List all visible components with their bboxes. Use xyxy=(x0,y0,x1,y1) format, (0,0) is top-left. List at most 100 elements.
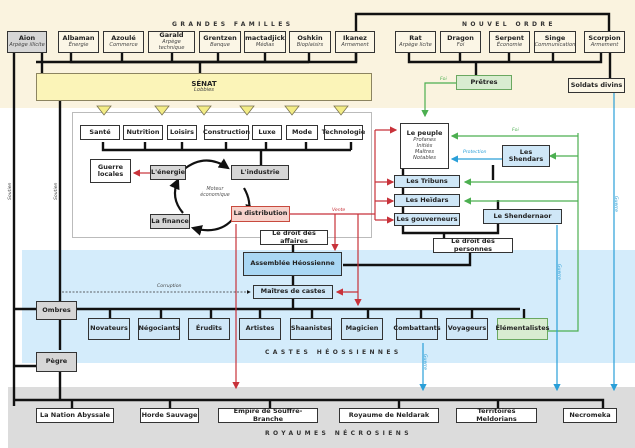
famille-domain: Médias xyxy=(255,41,275,48)
section-castes: CASTES HÉOSSIENNES xyxy=(265,349,402,356)
node-caste-erudits[interactable]: Érudits xyxy=(188,318,230,340)
ordre-name: Dragon xyxy=(447,34,474,43)
node-caste-elementalistes[interactable]: Élémentalistes xyxy=(495,318,550,340)
senat-name: SÉNAT xyxy=(191,79,217,88)
green-connectors xyxy=(421,82,579,332)
node-assemblee[interactable]: Assemblée Héossienne xyxy=(243,252,342,276)
peuple-sub: Profanes xyxy=(413,136,436,143)
node-royaume-necromeka[interactable]: Necromeka xyxy=(563,408,617,423)
node-pegre[interactable]: Pègre xyxy=(36,352,77,372)
node-caste-combattants[interactable]: Combattants xyxy=(393,318,441,340)
node-caste-shaanistes[interactable]: Shaanistes xyxy=(290,318,332,340)
famille-name: Grentzen xyxy=(203,34,237,43)
famille-domain: Bioplaisirs xyxy=(296,41,324,48)
label-corruption: Corruption xyxy=(157,284,182,289)
node-droit-affaires[interactable]: Le droit des affaires xyxy=(260,229,328,245)
node-tribuns[interactable]: Les Tribuns xyxy=(394,175,460,188)
node-caste-negociants[interactable]: Négociants xyxy=(138,318,180,340)
node-industrie[interactable]: L'industrie xyxy=(231,165,289,180)
senat-lobby-triangles xyxy=(96,105,349,116)
red-connectors xyxy=(132,126,398,390)
node-finance[interactable]: La finance xyxy=(150,214,190,229)
node-distribution[interactable]: La distribution xyxy=(231,206,290,222)
node-peuple[interactable]: Le peuple Profanes Initiés Maîtres Notab… xyxy=(400,123,449,169)
node-secteur-sante[interactable]: Santé xyxy=(80,125,120,140)
node-secteur-technologie[interactable]: Technologie xyxy=(322,125,365,140)
node-soldats-divins[interactable]: Soldats divins xyxy=(568,78,625,93)
label-vente: Vente xyxy=(332,208,346,213)
node-ombres[interactable]: Ombres xyxy=(36,301,77,320)
label-guerre-shendernaor: Guerre xyxy=(556,264,561,280)
node-senat[interactable]: SÉNAT Lobbies xyxy=(36,73,372,101)
node-caste-artistes[interactable]: Artistes xyxy=(239,318,281,340)
famille-name: mactadjick xyxy=(245,34,285,43)
node-secteur-nutrition[interactable]: Nutrition xyxy=(123,125,163,140)
peuple-name: Le peuple xyxy=(406,129,443,138)
node-energie[interactable]: L'énergie xyxy=(150,165,186,180)
node-secteur-mode[interactable]: Mode xyxy=(286,125,318,140)
node-royaume-nation-abyssale[interactable]: La Nation Abyssale xyxy=(36,408,114,423)
black-connectors xyxy=(12,12,612,408)
node-aion-name: Aion xyxy=(18,34,36,43)
node-aion[interactable]: Aion Arpège illicite xyxy=(7,31,47,53)
node-royaume-horde-sauvage[interactable]: Horde Sauvage xyxy=(140,408,199,423)
famille-domain: Commerce xyxy=(109,41,138,48)
node-royaume-neldarak[interactable]: Royaume de Neldarak xyxy=(339,408,439,423)
node-secteur-construction[interactable]: Construction xyxy=(203,125,250,140)
label-guerre-combattants: Guerre xyxy=(422,354,427,370)
famille-name: Albaman xyxy=(62,34,95,43)
section-royaumes: ROYAUMES NÉCROSIENS xyxy=(265,430,412,437)
famille-domain: Énergie xyxy=(68,41,89,48)
node-caste-novateurs[interactable]: Novateurs xyxy=(88,318,130,340)
ordre-name: Rat xyxy=(409,34,422,43)
famille-domain: Arpège technique xyxy=(158,38,185,51)
node-shendars[interactable]: Les Shendars xyxy=(502,145,550,167)
ordre-domain: Armement xyxy=(590,41,619,48)
label-foi-peuple: Foi xyxy=(512,128,519,133)
node-royaume-souffre-branche[interactable]: Empire de Souffre-Branche xyxy=(218,407,318,423)
node-caste-magicien[interactable]: Magicien xyxy=(341,318,383,340)
senat-sub: Lobbies xyxy=(194,87,214,94)
label-soutien-senat: Soutien xyxy=(54,182,59,200)
famille-name: Oshkin xyxy=(297,34,323,43)
node-caste-voyageurs[interactable]: Voyageurs xyxy=(446,318,488,340)
ordre-domain: Arpège licite xyxy=(399,41,432,48)
label-soutien-aion: Soutien xyxy=(8,182,13,200)
node-royaume-meldorians[interactable]: Territoires Meldorians xyxy=(456,407,537,423)
node-secteur-luxe[interactable]: Luxe xyxy=(252,125,282,140)
ordre-name: Serpent xyxy=(494,34,525,43)
node-maitres-castes[interactable]: Maîtres de castes xyxy=(253,285,333,299)
node-droit-personnes[interactable]: Le droit des personnes xyxy=(433,237,513,253)
peuple-sub: Notables xyxy=(413,154,436,161)
label-protection: Protection xyxy=(463,150,487,155)
node-heidars[interactable]: Les Heïdars xyxy=(394,194,460,207)
node-shendernaor[interactable]: Le Shendernaor xyxy=(483,209,562,224)
section-nouvel-ordre: NOUVEL ORDRE xyxy=(462,21,556,28)
node-secteur-loisirs[interactable]: Loisirs xyxy=(167,125,197,140)
famille-domain: Armement xyxy=(341,41,369,48)
node-pretres[interactable]: Prêtres xyxy=(456,75,512,90)
node-gouverneurs[interactable]: Les gouverneurs xyxy=(394,213,460,226)
label-moteur-economique: Moteur économique xyxy=(200,187,230,198)
node-guerre-locales[interactable]: Guerre locales xyxy=(90,159,131,183)
famille-name: Garald xyxy=(159,31,184,40)
section-grandes-familles: GRANDES FAMILLES xyxy=(172,21,294,28)
ordre-name: Scorpion xyxy=(588,34,621,43)
node-aion-sub: Arpège illicite xyxy=(9,41,45,48)
famille-name: Ikanez xyxy=(343,34,367,43)
label-guerre-soldats: Guerre xyxy=(613,196,618,212)
label-foi-pretres: Foi xyxy=(440,77,447,82)
ordre-domain: Foi xyxy=(456,41,465,48)
